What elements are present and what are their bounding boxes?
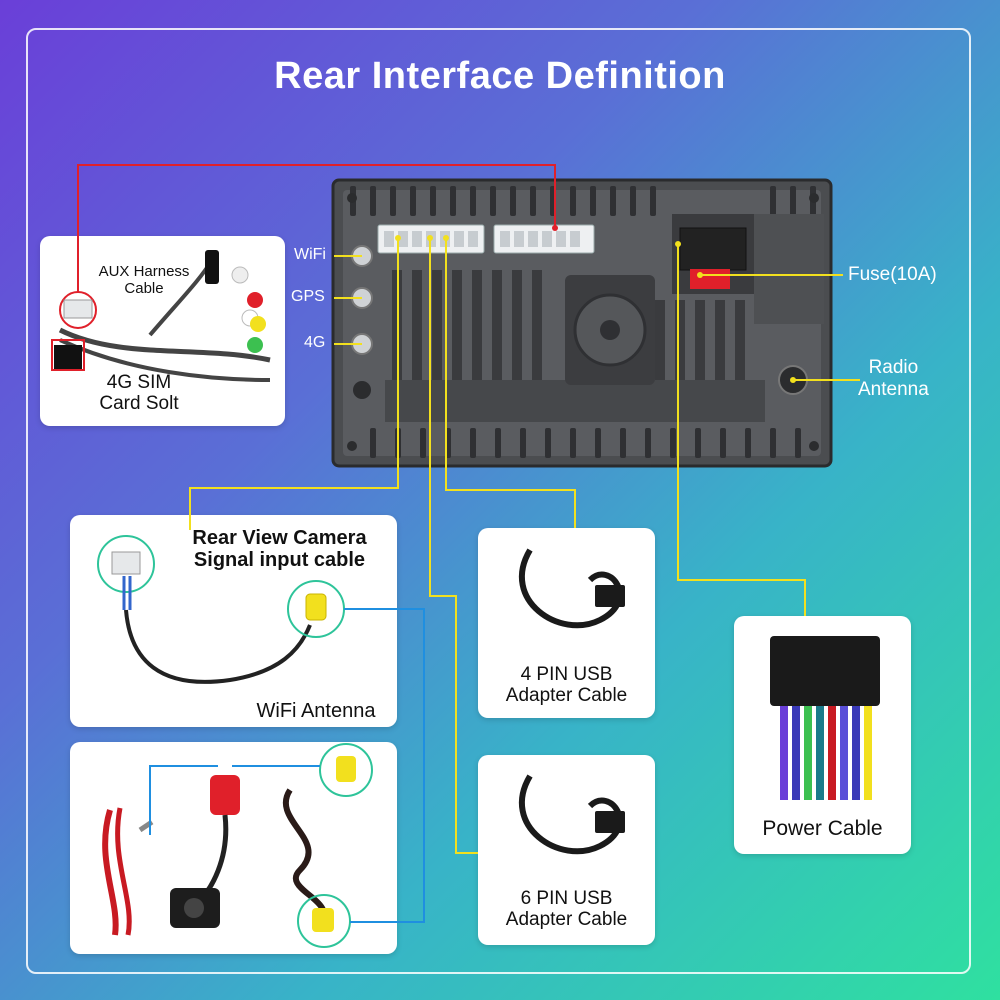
radio-antenna-line1: Radio: [868, 357, 919, 378]
sim-slot-label: 4G SIM Card Solt: [84, 372, 194, 415]
border-frame: [26, 28, 971, 974]
camera-cable-line2: Signal input cable: [193, 549, 366, 571]
wifi-port-label: WiFi: [294, 246, 326, 263]
radio-antenna-label: Radio Antenna: [858, 357, 929, 401]
camera-cable-card: [70, 515, 397, 727]
usb4-line1: 4 PIN USB: [520, 664, 613, 685]
usb4-label: 4 PIN USB Adapter Cable: [478, 664, 655, 707]
aux-harness-line1: AUX Harness: [98, 263, 190, 280]
wifi-antenna-label: WiFi Antenna: [256, 700, 376, 722]
gps-port-label: GPS: [291, 288, 325, 305]
radio-antenna-line2: Antenna: [858, 378, 929, 400]
usb6-line2: Adapter Cable: [505, 908, 628, 930]
usb4-line2: Adapter Cable: [505, 684, 628, 706]
camera-cable-label: Rear View Camera Signal input cable: [172, 527, 387, 571]
aux-harness-line2: Cable: [124, 279, 164, 297]
4g-port-label: 4G: [304, 334, 326, 351]
aux-harness-label: AUX Harness Cable: [84, 263, 204, 297]
usb6-line1: 6 PIN USB: [520, 888, 613, 909]
usb6-label: 6 PIN USB Adapter Cable: [478, 888, 655, 931]
page-title: Rear Interface Definition: [274, 55, 726, 97]
sim-slot-line1: 4G SIM: [106, 372, 172, 393]
sim-slot-line2: Card Solt: [99, 392, 179, 414]
fuse-label: Fuse(10A): [848, 264, 937, 285]
power-cable-label: Power Cable: [762, 817, 883, 840]
camera-cable-line1: Rear View Camera: [192, 527, 367, 549]
